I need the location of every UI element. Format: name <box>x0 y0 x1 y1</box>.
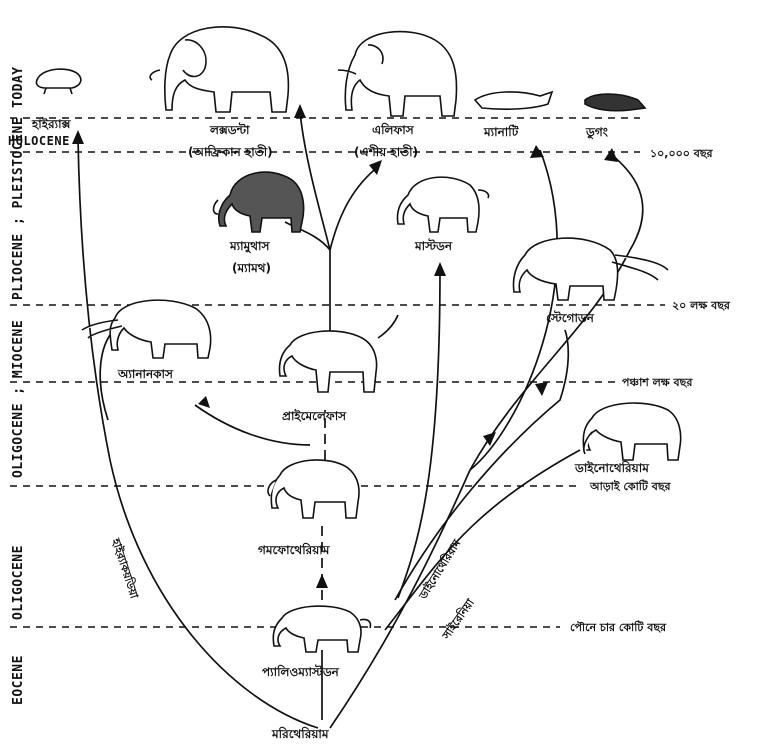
time-labels: ১০,০০০ বছর ২০ লক্ষ বছর পঞ্চাশ লক্ষ বছর আ… <box>570 147 731 634</box>
branch-anancus <box>99 334 111 421</box>
stegodon-illustration <box>512 237 669 301</box>
branch-stegodon <box>394 329 570 601</box>
era-eocene: EOCENE <box>11 655 26 705</box>
time-375koti: পৌনে চার কোটি বছর <box>570 620 667 634</box>
branch-mastodon <box>397 269 441 599</box>
era-miocene: OLIGOCENE ; MIOCENE <box>11 320 26 478</box>
era-labels: TODAY HOLOCENE PLIOCENE ; PLEISTOCENE OL… <box>8 66 70 705</box>
label-stegodon: স্টেগোডন <box>546 310 595 325</box>
label-manatee: ম্যানাটি <box>483 124 519 139</box>
label-anancus: অ্যানানকাস <box>117 367 174 381</box>
arrow-elephas <box>369 160 382 175</box>
arrow-hyrax <box>72 130 84 144</box>
label-mammuthus-1: ম্যামুথাস <box>229 239 271 255</box>
time-50lakh: পঞ্চাশ লক্ষ বছর <box>622 376 693 389</box>
manatee-illustration <box>473 90 554 110</box>
label-hyrax: হাইর‍্যাক্স <box>31 116 72 131</box>
mastodon-illustration <box>396 176 490 233</box>
dugong-illustration <box>584 93 647 112</box>
dinotherium-illustration <box>582 402 682 461</box>
label-loxodonta-1: লক্সডন্টা <box>209 122 250 137</box>
arrow-trunk-1 <box>316 574 328 588</box>
era-oligocene: OLIGOCENE <box>11 545 26 620</box>
arrow-mastodon <box>434 262 446 276</box>
primelephas-illustration <box>278 314 399 393</box>
elephas-illustration <box>337 30 458 117</box>
era-holocene: HOLOCENE <box>8 134 70 148</box>
time-25koti: আড়াই কোটি বছর <box>589 479 672 493</box>
label-dugong: ডুগং <box>585 125 609 141</box>
branch-manatee <box>469 149 559 471</box>
label-elephas-1: এলিফাস <box>372 122 415 137</box>
branch-sirenia <box>329 154 644 729</box>
animal-labels: হাইর‍্যাক্স লক্সডন্টা (আফ্রিকান হাতী) এল… <box>31 116 650 741</box>
era-today: TODAY <box>11 66 26 108</box>
time-20lakh: ২০ লক্ষ বছর <box>672 299 731 312</box>
animal-illustrations <box>35 26 682 653</box>
label-loxodonta-2: (আফ্রিকান হাতী) <box>188 144 273 159</box>
link-anancus <box>194 404 311 446</box>
label-mammuthus-2: (ম্যামথ) <box>232 261 271 275</box>
branch-elephas <box>329 164 381 251</box>
branch-hyrax <box>77 137 319 729</box>
label-elephas-2: (এশীয় হাতী) <box>354 144 418 159</box>
label-moeritherium: মরিথেরিয়াম <box>271 726 330 741</box>
arrow-dinotherium-mid <box>483 432 496 446</box>
era-pleistocene: PLIOCENE ; PLEISTOCENE <box>11 117 26 300</box>
branch-loxodonta <box>299 111 331 251</box>
loxodonta-illustration <box>149 26 290 113</box>
evolution-branches <box>77 111 644 729</box>
hyrax-illustration <box>35 68 82 95</box>
arrow-dugong <box>604 148 618 162</box>
anancus-illustration <box>81 299 212 359</box>
label-mastodon: মাস্টডন <box>414 238 453 253</box>
arrow-anancus-link <box>198 396 210 408</box>
label-dinotherium: ডাইনোথেরিয়াম <box>574 460 650 475</box>
arrow-stegodon-lower <box>535 382 548 396</box>
mammuthus-illustration <box>212 171 305 233</box>
arrowheads <box>72 104 618 588</box>
arrow-manatee <box>530 145 544 158</box>
label-primelephas: প্রাইমেলেফাস <box>282 408 347 423</box>
branch-mammuthus <box>284 221 331 251</box>
palaeomastodon-illustration <box>272 605 372 653</box>
arrow-loxodonta <box>294 104 306 118</box>
label-palaeomastodon: প্যালিওম্যাস্টডন <box>262 664 340 679</box>
gomphotherium-illustration <box>267 459 360 519</box>
label-sirenia: সাইরেনিয়া <box>438 595 477 642</box>
label-gomphotherium: গমফোথেরিয়াম <box>258 542 331 557</box>
branch-dinotherium <box>384 449 581 631</box>
time-10k: ১০,০০০ বছর <box>650 147 714 160</box>
